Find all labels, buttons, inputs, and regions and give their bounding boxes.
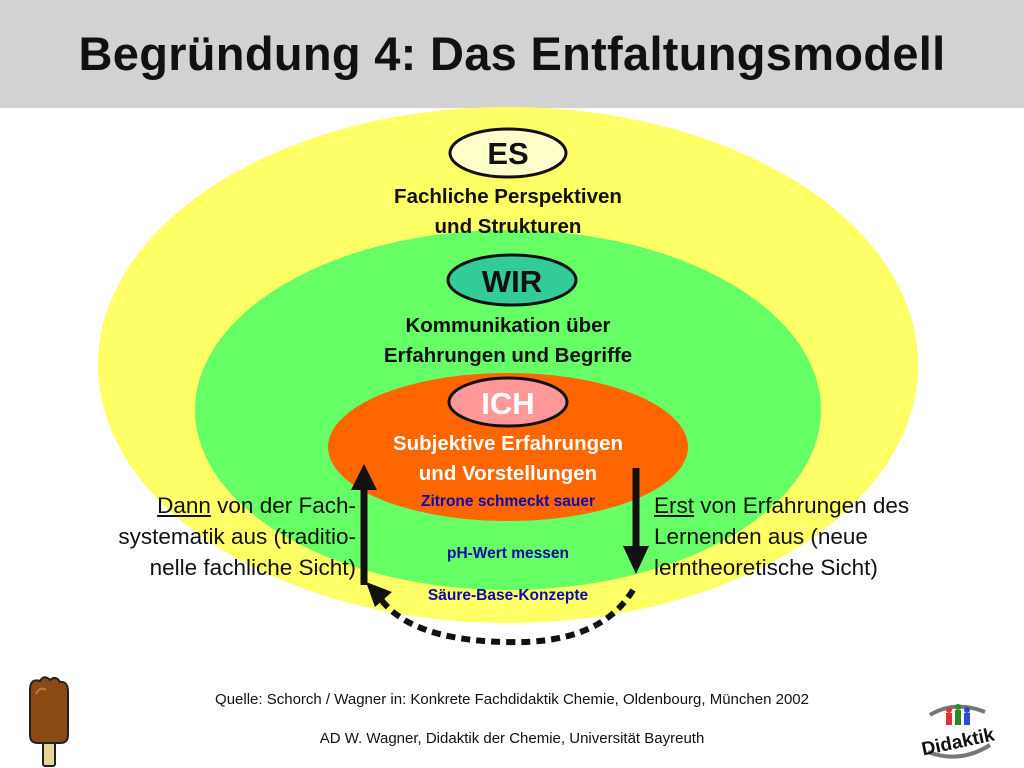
wir-badge-label: WIR <box>482 264 542 299</box>
left-line1: von der Fach- <box>210 493 356 518</box>
right-side-text: Erst von Erfahrungen des Lernenden aus (… <box>654 490 984 583</box>
es-badge: ES <box>448 127 568 179</box>
up-arrow <box>351 464 377 585</box>
page-title: Begründung 4: Das Entfaltungsmodell <box>78 27 946 80</box>
left-line3: nelle fachliche Sicht) <box>149 555 356 580</box>
ich-badge-label: ICH <box>481 386 534 421</box>
left-keyword: Dann <box>157 493 211 518</box>
source-footnote: Quelle: Schorch / Wagner in: Konkrete Fa… <box>215 691 809 708</box>
dashed-cycle-arrow <box>366 582 636 646</box>
right-keyword: Erst <box>654 493 695 518</box>
title-bar <box>0 0 1024 108</box>
author-footnote: AD W. Wagner, Didaktik der Chemie, Unive… <box>319 730 705 747</box>
ich-ellipse <box>328 373 688 521</box>
right-line3: lerntheoretische Sicht) <box>654 555 878 580</box>
es-badge-label: ES <box>487 136 528 171</box>
wir-example: pH-Wert messen <box>447 545 569 562</box>
es-desc-line1: Fachliche Perspektiven <box>394 185 622 208</box>
ich-desc-line1: Subjektive Erfahrungen <box>393 432 623 455</box>
right-line2: Lernenden aus (neue <box>654 524 868 549</box>
right-line1: von Erfahrungen des <box>694 493 910 518</box>
wir-desc-line1: Kommunikation über <box>405 314 610 337</box>
wir-badge: WIR <box>446 253 578 307</box>
es-desc-line2: und Strukturen <box>435 215 582 238</box>
es-example: Säure-Base-Konzepte <box>428 587 589 604</box>
ich-example: Zitrone schmeckt sauer <box>421 493 595 510</box>
ich-desc-line2: und Vorstellungen <box>419 462 597 485</box>
ich-badge: ICH <box>447 376 569 428</box>
down-arrow <box>623 468 649 574</box>
ice-cream-icon <box>29 676 69 767</box>
left-side-text: Dann von der Fach- systematik aus (tradi… <box>60 490 356 583</box>
left-line2: systematik aus (traditio- <box>118 524 356 549</box>
wir-desc-line2: Erfahrungen und Begriffe <box>384 344 632 367</box>
